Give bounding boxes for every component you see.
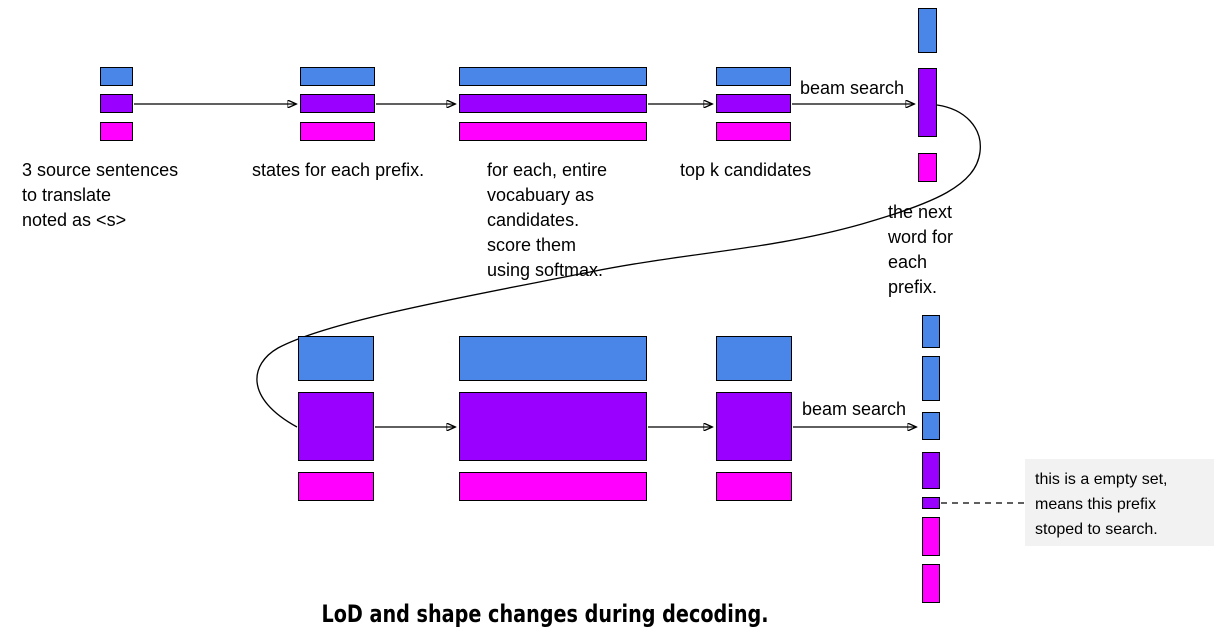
label-next-word-per-prefix: the next word for each prefix. bbox=[888, 202, 954, 297]
row1-source-purple-bar bbox=[100, 94, 133, 113]
row2-topk-magenta-bar bbox=[716, 472, 792, 501]
col2-blue-cell-1 bbox=[922, 315, 940, 348]
row1-source-magenta-bar bbox=[100, 122, 133, 141]
row1-topk-magenta-bar bbox=[716, 122, 791, 141]
label-vocabulary-candidates: for each, entire vocabuary as candidates… bbox=[487, 160, 608, 280]
row1-source-blue-bar bbox=[100, 67, 133, 86]
row2-states-blue-bar bbox=[298, 336, 374, 381]
col2-purple-cell-1 bbox=[922, 452, 940, 489]
label-beam-search-row1: beam search bbox=[800, 78, 905, 98]
label-beam-search-row2: beam search bbox=[802, 399, 907, 419]
row1-topk-purple-bar bbox=[716, 94, 791, 113]
caption-text: LoD and shape changes during decoding. bbox=[321, 600, 769, 628]
col2-blue-cell-2 bbox=[922, 356, 940, 401]
row1-vocab-purple-bar bbox=[459, 94, 647, 113]
row2-topk-blue-bar bbox=[716, 336, 792, 381]
col1-purple-cell bbox=[918, 68, 937, 137]
col2-blue-cell-3 bbox=[922, 412, 940, 440]
empty-set-note: this is a empty set, means this prefix s… bbox=[1025, 459, 1214, 546]
row2-vocab-blue-bar bbox=[459, 336, 647, 381]
row1-states-blue-bar bbox=[300, 67, 375, 86]
col2-purple-empty-set-cell bbox=[922, 497, 940, 509]
row2-vocab-purple-bar bbox=[459, 392, 647, 461]
label-states-for-each-prefix: states for each prefix. bbox=[252, 160, 425, 180]
col1-magenta-cell bbox=[918, 153, 937, 182]
label-top-k-candidates: top k candidates bbox=[680, 160, 812, 180]
row2-topk-purple-bar bbox=[716, 392, 792, 461]
row1-topk-blue-bar bbox=[716, 67, 791, 86]
row2-states-magenta-bar bbox=[298, 472, 374, 501]
col2-magenta-cell-1 bbox=[922, 517, 940, 556]
caption: LoD and shape changes during decoding. bbox=[266, 600, 825, 628]
row1-states-purple-bar bbox=[300, 94, 375, 113]
row2-vocab-magenta-bar bbox=[459, 472, 647, 501]
row2-states-purple-bar bbox=[298, 392, 374, 461]
row1-states-magenta-bar bbox=[300, 122, 375, 141]
row1-vocab-magenta-bar bbox=[459, 122, 647, 141]
col1-blue-cell bbox=[918, 8, 937, 53]
col2-magenta-cell-2 bbox=[922, 564, 940, 603]
row1-vocab-blue-bar bbox=[459, 67, 647, 86]
label-source-sentences: 3 source sentences to translate noted as… bbox=[22, 160, 179, 230]
